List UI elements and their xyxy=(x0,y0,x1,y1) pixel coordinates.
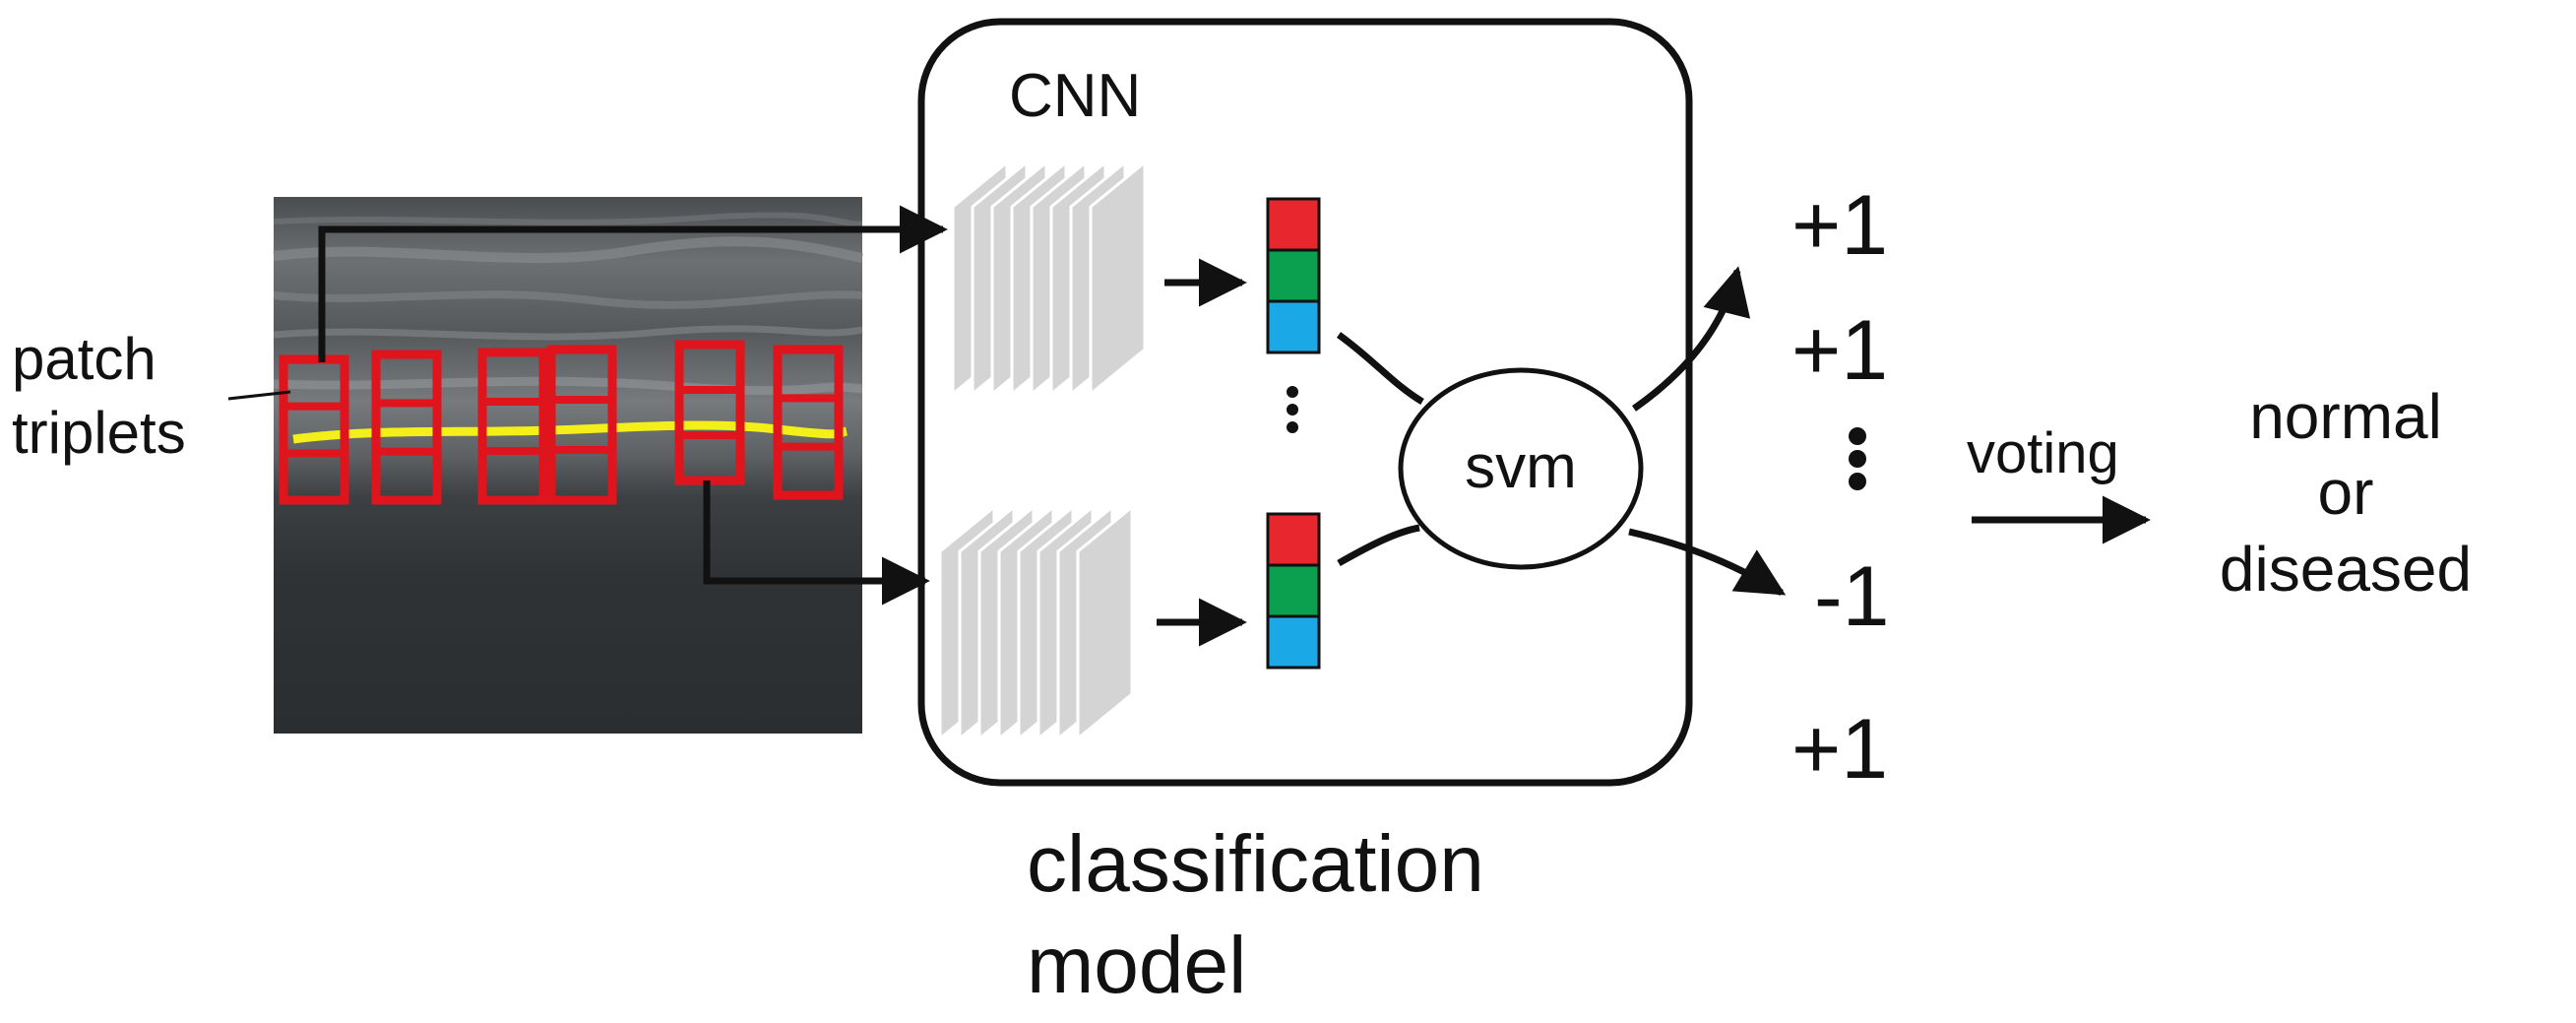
result-label-line1: normal xyxy=(2249,381,2442,452)
feature-cell xyxy=(1266,512,1321,567)
cnn-feature-stack-top xyxy=(951,159,1147,398)
feature-vector-top xyxy=(1266,197,1321,354)
cnn-feature-stack-bottom xyxy=(938,503,1134,742)
output-ellipsis xyxy=(1849,427,1866,490)
patch-triplet xyxy=(371,350,442,505)
patch-label-line2: triplets xyxy=(12,400,186,466)
output-5: +1 xyxy=(1791,702,1888,797)
caption-line1: classification xyxy=(1027,819,1484,909)
patch-triplets xyxy=(279,340,844,505)
classification-model-box xyxy=(917,18,1693,787)
patch-label-pointer xyxy=(227,390,291,401)
output-2: +1 xyxy=(1791,303,1888,398)
vector-ellipsis xyxy=(1287,386,1298,433)
feature-cell xyxy=(1266,563,1321,618)
bottom-patch-arrow xyxy=(703,480,930,606)
result-label-line2: or xyxy=(2318,457,2374,528)
top-patch-arrow xyxy=(318,205,948,362)
patch-triplet xyxy=(773,345,844,500)
feature-map-slice xyxy=(1076,503,1134,742)
patch-label-line1: patch xyxy=(12,326,157,392)
feature-vector-bottom xyxy=(1266,512,1321,670)
cnn-label: CNN xyxy=(1009,62,1141,130)
svm-output-arrow-up xyxy=(1631,266,1751,412)
voting-label: voting xyxy=(1967,421,2119,485)
feature-map-slice xyxy=(1089,159,1147,398)
vector-to-svm-bottom xyxy=(1337,524,1420,567)
result-label-line3: diseased xyxy=(2220,534,2472,605)
feature-cell xyxy=(1266,248,1321,303)
svm-label: svm xyxy=(1465,433,1577,501)
feature-cell xyxy=(1266,614,1321,670)
patch-triplet xyxy=(279,354,349,505)
caption-line2: model xyxy=(1027,921,1246,1010)
feature-cell xyxy=(1266,197,1321,252)
patch-triplet xyxy=(477,348,548,505)
patch-triplet xyxy=(546,345,617,505)
svm-node xyxy=(1398,367,1644,570)
boundary-line xyxy=(292,420,848,444)
svm-output-arrow-down xyxy=(1628,528,1787,597)
vector-to-svm-top xyxy=(1336,332,1424,406)
output-4: -1 xyxy=(1814,549,1889,644)
feature-cell xyxy=(1266,299,1321,354)
output-1: +1 xyxy=(1791,178,1888,273)
